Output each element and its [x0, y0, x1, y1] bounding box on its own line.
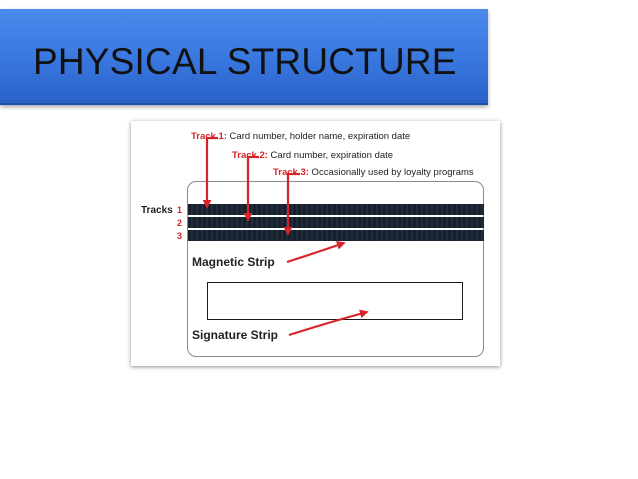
track-3-desc: Occasionally used by loyalty programs [308, 167, 474, 178]
track-3-stripe [188, 230, 484, 241]
track-1-name: Track 1: [191, 131, 227, 142]
magnetic-stripe [188, 204, 484, 241]
track-1-desc: Card number, holder name, expiration dat… [226, 131, 411, 142]
track-1-arrow [202, 136, 218, 209]
track-3-name: Track 3: [273, 167, 309, 178]
signature-box [207, 282, 463, 320]
magnetic-strip-label: Magnetic Strip [192, 255, 275, 269]
track-1-annotation: Track 1: Card number, holder name, expir… [191, 131, 410, 142]
track-1-stripe [188, 204, 484, 215]
track-2-arrow [243, 155, 259, 222]
track-2-name: Track 2: [232, 150, 268, 161]
magnetic-strip-arrow [286, 241, 346, 264]
signature-strip-label: Signature Strip [192, 328, 279, 342]
tracks-label: Tracks [141, 205, 173, 216]
track-3-arrow [283, 172, 300, 236]
track-2-desc: Card number, expiration date [267, 150, 394, 161]
title-bar: PHYSICAL STRUCTURE [0, 9, 488, 105]
track-number-1: 1 [177, 205, 183, 215]
track-number-2: 2 [177, 218, 183, 228]
track-2-annotation: Track 2: Card number, expiration date [232, 150, 393, 161]
signature-strip-arrow [288, 309, 369, 337]
track-number-3: 3 [177, 231, 183, 241]
slide-title: PHYSICAL STRUCTURE [33, 41, 457, 82]
track-2-stripe [188, 217, 484, 228]
track-3-annotation: Track 3: Occasionally used by loyalty pr… [273, 167, 474, 178]
